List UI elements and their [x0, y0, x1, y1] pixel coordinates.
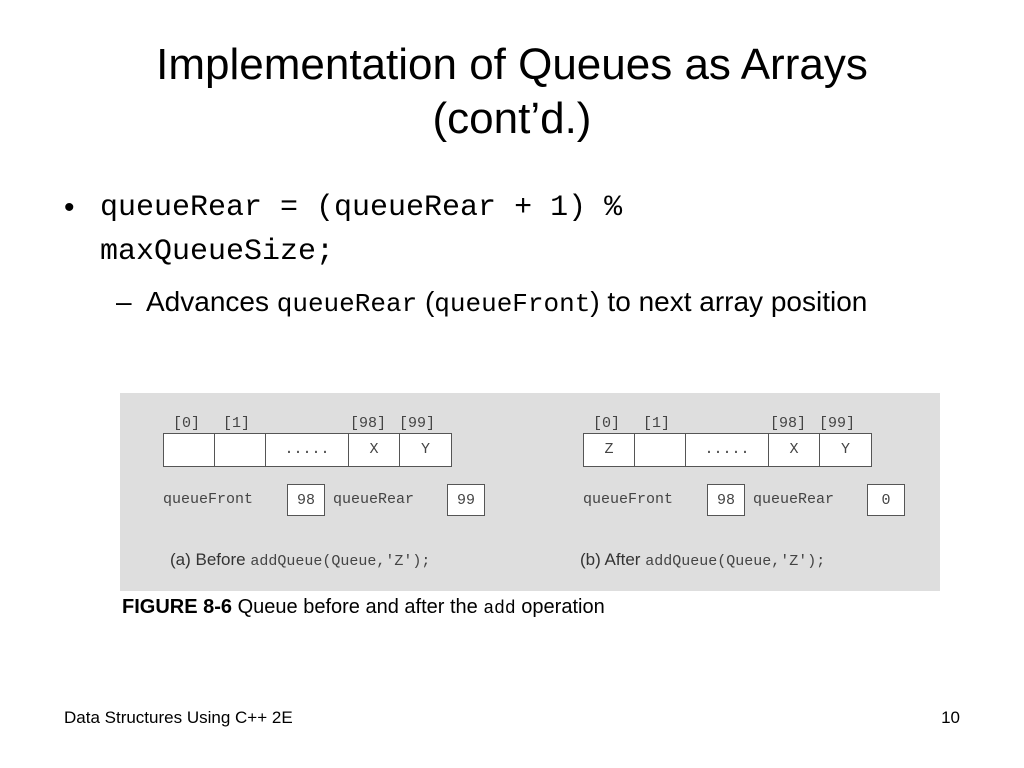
queue-figure: [0] [1] [98] [99] ..... X Y queueFront 9… — [120, 393, 940, 591]
code-line-2: maxQueueSize; — [100, 235, 335, 269]
array-cell: X — [349, 434, 400, 466]
caption-label: (a) Before — [170, 550, 251, 569]
panel-caption: (b) After addQueue(Queue,'Z'); — [580, 550, 825, 570]
figure-caption: FIGURE 8-6 Queue before and after the ad… — [122, 596, 605, 619]
array-cell: Z — [584, 434, 635, 466]
queuefront-label: queueFront — [583, 491, 674, 508]
index-label: [98] — [350, 415, 387, 432]
figure-label: FIGURE 8-6 — [122, 596, 233, 618]
index-label: [99] — [819, 415, 856, 432]
footer-title: Data Structures Using C++ 2E — [64, 708, 293, 727]
index-label: [1] — [223, 415, 251, 432]
panel-after: [0] [1] [98] [99] Z ..... X Y queueFront… — [540, 393, 950, 591]
caption-label: (b) After — [580, 550, 646, 569]
array-row: Z ..... X Y — [583, 433, 872, 467]
array-cell-ellipsis: ..... — [686, 434, 769, 466]
array-cell — [635, 434, 686, 466]
code-queuefront: queueFront — [434, 289, 591, 319]
queuerear-value: 0 — [867, 484, 905, 516]
queuerear-label: queueRear — [333, 491, 415, 508]
panel-caption: (a) Before addQueue(Queue,'Z'); — [170, 550, 430, 570]
index-label: [98] — [770, 415, 807, 432]
code-line-1: queueRear = (queueRear + 1) % — [100, 191, 623, 225]
text-before: Advances — [146, 286, 277, 317]
array-row: ..... X Y — [163, 433, 452, 467]
queuefront-value: 98 — [287, 484, 325, 516]
text-after: ) to next array position — [590, 286, 868, 317]
paren-open: ( — [417, 286, 435, 317]
bullet-code: queueRear = (queueRear + 1) % maxQueueSi… — [100, 186, 622, 274]
array-cell — [164, 434, 215, 466]
queuerear-value: 99 — [447, 484, 485, 516]
bullet-marker: • — [64, 191, 75, 224]
queuefront-value: 98 — [707, 484, 745, 516]
array-cell: X — [769, 434, 820, 466]
queuerear-label: queueRear — [753, 491, 835, 508]
code-queuerear: queueRear — [276, 289, 418, 319]
title-line-1: Implementation of Queues as Arrays — [156, 40, 868, 89]
array-cell — [215, 434, 266, 466]
page-number: 10 — [941, 708, 960, 727]
array-cell: Y — [840, 441, 850, 458]
slide-title: Implementation of Queues as Arrays (cont… — [0, 38, 1024, 146]
index-label: [0] — [173, 415, 201, 432]
array-cell-ellipsis: ..... — [266, 434, 349, 466]
index-label: [99] — [399, 415, 436, 432]
panel-before: [0] [1] [98] [99] ..... X Y queueFront 9… — [120, 393, 530, 591]
caption-code: addQueue(Queue,'Z'); — [645, 553, 826, 570]
index-label: [1] — [643, 415, 671, 432]
index-label: [0] — [593, 415, 621, 432]
figure-caption-code: add — [483, 599, 516, 619]
array-cell: Y — [420, 441, 430, 458]
title-line-2: (cont’d.) — [432, 94, 592, 143]
bullet-level2-text: Advances queueRear (queueFront) to next … — [146, 282, 946, 324]
figure-caption-text-after: operation — [515, 596, 605, 618]
figure-caption-text: Queue before and after the — [232, 596, 484, 618]
caption-code: addQueue(Queue,'Z'); — [250, 553, 431, 570]
queuefront-label: queueFront — [163, 491, 254, 508]
dash-marker: – — [116, 286, 132, 317]
